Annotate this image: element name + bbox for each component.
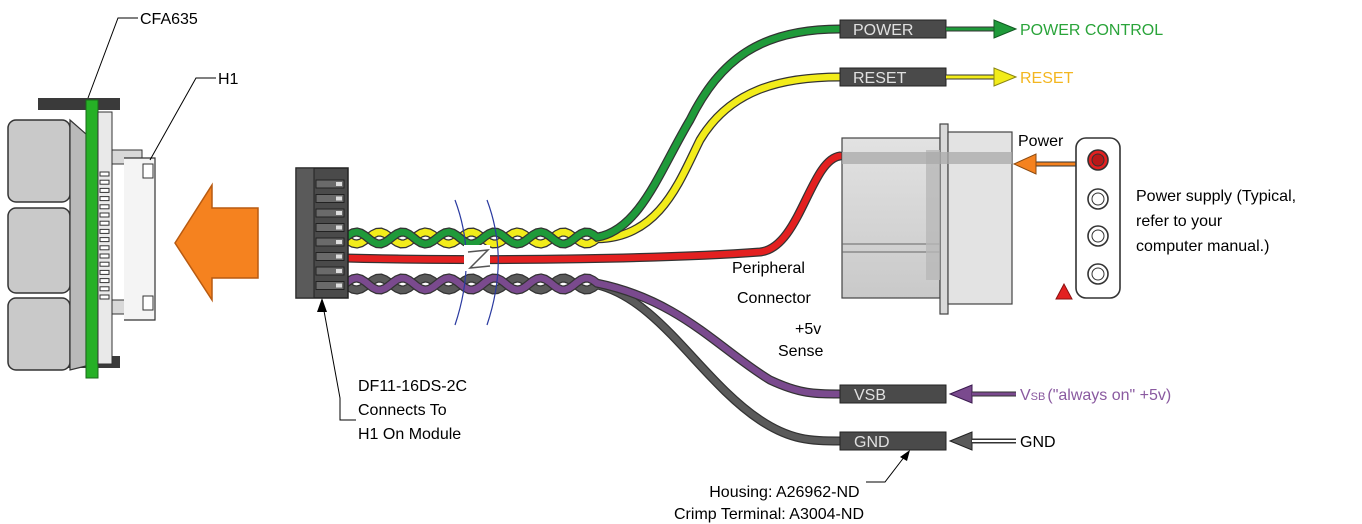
- df11-pin: [315, 179, 345, 189]
- df11-connector: [295, 167, 349, 299]
- header-pin: [99, 286, 110, 292]
- pin1-triangle-icon: [1055, 282, 1073, 300]
- header-pin: [99, 278, 110, 284]
- housing-line-2: Crimp Terminal: A3004-ND: [674, 506, 864, 523]
- header-pin: [99, 196, 110, 202]
- df11-contact: [336, 254, 342, 259]
- vsb-signal-label: VSB("always on" +5v): [1020, 387, 1171, 404]
- header-label: H1: [218, 71, 239, 88]
- peripheral-connector: [841, 123, 1013, 315]
- power-arrow-icon: [993, 19, 1018, 39]
- df11-label-line-3: H1 On Module: [358, 426, 461, 443]
- header-pin: [99, 220, 110, 226]
- df11-label-line-2: Connects To: [358, 402, 447, 419]
- housing-leader-arrowhead: [900, 450, 910, 461]
- housing-leader-line: [866, 451, 909, 483]
- vsb-plug-label: VSB: [854, 387, 886, 404]
- df11-leader-line: [321, 299, 356, 421]
- reset-arrow-icon: [993, 67, 1018, 87]
- peripheral-label-line-1: Peripheral: [732, 260, 805, 277]
- df11-pin: [315, 237, 345, 247]
- df11-pin: [315, 194, 345, 203]
- pcb-board: [85, 99, 99, 379]
- df11-contact: [336, 240, 342, 244]
- header-pin: [99, 187, 110, 193]
- gnd-signal-label: GND: [1020, 434, 1056, 451]
- reset-plug-label: RESET: [853, 70, 907, 87]
- header-h1: [124, 157, 156, 321]
- df11-leader-arrowhead: [317, 298, 327, 312]
- vsb-signal-prefix: V: [1020, 387, 1031, 404]
- df11-pin: [315, 252, 345, 261]
- df11-contact: [336, 283, 342, 288]
- power-control-label: POWER CONTROL: [1020, 22, 1163, 39]
- df11-contact: [336, 211, 342, 215]
- reset-signal-label: RESET: [1020, 70, 1074, 87]
- cable-break-marks: [454, 199, 499, 326]
- module-label: CFA635: [140, 11, 198, 28]
- header-pin: [99, 237, 110, 243]
- power-plug-label: POWER: [853, 22, 913, 39]
- sense-label: +5v Sense: [778, 321, 826, 360]
- header-pin: [99, 261, 110, 267]
- sense-label-line-2: Sense: [778, 343, 823, 360]
- gnd-plug: GND GND: [839, 431, 1056, 451]
- vsb-signal-text: ("always on" +5v): [1047, 387, 1171, 404]
- green-wire: [341, 25, 844, 248]
- housing-label: Housing: A26962-ND Crimp Terminal: A3004…: [674, 484, 864, 523]
- header-pin: [99, 204, 110, 210]
- gnd-plug-label: GND: [854, 434, 890, 451]
- df11-contact: [336, 182, 342, 186]
- df11-label-line-1: DF11-16DS-2C: [358, 378, 467, 395]
- header-pin: [99, 294, 110, 300]
- power-supply-line-1: Power supply (Typical,: [1136, 188, 1296, 205]
- df11-contact: [336, 269, 342, 273]
- df11-pin: [315, 266, 345, 276]
- df11-pin: [315, 208, 345, 218]
- header-leader-line: [149, 77, 216, 161]
- header-pin: [99, 212, 110, 218]
- power-in-arrow: [1012, 153, 1078, 175]
- df11-pin: [315, 281, 345, 290]
- header-pin: [99, 269, 110, 275]
- header-pin: [99, 245, 110, 251]
- header-pin: [99, 228, 110, 234]
- df11-contact: [336, 196, 342, 201]
- module-side-view: [7, 98, 156, 379]
- vsb-arrow-icon: [948, 384, 973, 404]
- header-pin: [99, 179, 110, 185]
- df11-contact: [336, 225, 342, 230]
- yellow-wire: [341, 73, 844, 248]
- module-leader-line: [87, 17, 138, 99]
- insert-direction-arrow: [174, 182, 259, 303]
- peripheral-label-line-2: Connector: [737, 290, 811, 307]
- header-pin: [99, 171, 110, 177]
- df11-label: DF11-16DS-2C Connects To H1 On Module: [358, 378, 472, 443]
- power-supply-socket: [1075, 137, 1121, 299]
- reset-plug: RESET RESET: [839, 67, 1074, 87]
- peripheral-label: Peripheral Connector: [732, 260, 811, 307]
- power-supply-line-2: refer to your: [1136, 213, 1223, 230]
- df11-pin: [315, 223, 345, 232]
- power-plug: POWER POWER CONTROL: [839, 19, 1163, 39]
- power-supply-label: Power supply (Typical, refer to your com…: [1136, 188, 1301, 255]
- vsb-plug: VSB VSB("always on" +5v): [839, 384, 1171, 404]
- purple-wire: [341, 274, 844, 398]
- header-pin: [99, 253, 110, 259]
- power-tag-label: Power: [1018, 133, 1064, 150]
- power-supply-line-3: computer manual.): [1136, 238, 1269, 255]
- housing-line-1: Housing: A26962-ND: [709, 484, 859, 501]
- gnd-arrow-icon: [948, 431, 973, 451]
- sense-label-line-1: +5v: [795, 321, 821, 338]
- vsb-signal-sub: SB: [1031, 391, 1046, 403]
